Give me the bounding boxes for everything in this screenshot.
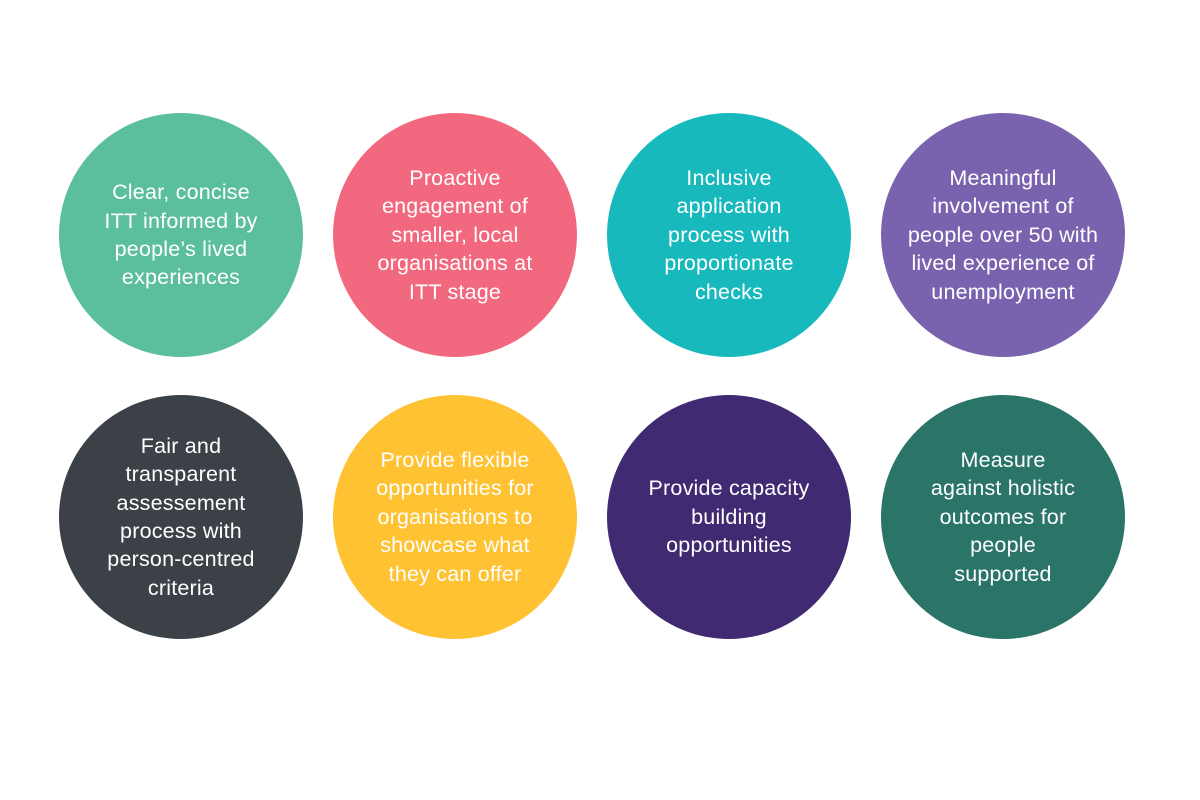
circle-row-2: Fair and transparent assessement process… — [59, 395, 1200, 639]
circle-text-holistic-outcomes: Measure against holistic outcomes for pe… — [930, 448, 1076, 586]
circle-text-inclusive-application: Inclusive application process with propo… — [664, 166, 794, 304]
circle-text-meaningful-involvement: Meaningful involvement of people over 50… — [907, 166, 1099, 304]
circle-text-clear-concise-itt: Clear, concise ITT informed by people’s … — [104, 180, 258, 290]
circle-text-proactive-engagement: Proactive engagement of smaller, local o… — [377, 166, 533, 304]
circle-text-fair-transparent-assessment: Fair and transparent assessement process… — [107, 433, 255, 600]
circle-capacity-building: Provide capacity building opportunities — [607, 395, 851, 639]
circle-grid: Clear, concise ITT informed by people’s … — [59, 113, 1200, 639]
circle-inclusive-application: Inclusive application process with propo… — [607, 113, 851, 357]
circle-text-capacity-building: Provide capacity building opportunities — [648, 476, 810, 558]
circle-row-1: Clear, concise ITT informed by people’s … — [59, 113, 1200, 357]
circle-clear-concise-itt: Clear, concise ITT informed by people’s … — [59, 113, 303, 357]
circle-meaningful-involvement: Meaningful involvement of people over 50… — [881, 113, 1125, 357]
circle-proactive-engagement: Proactive engagement of smaller, local o… — [333, 113, 577, 357]
circle-fair-transparent-assessment: Fair and transparent assessement process… — [59, 395, 303, 639]
circle-holistic-outcomes: Measure against holistic outcomes for pe… — [881, 395, 1125, 639]
circle-text-flexible-opportunities: Provide flexible opportunities for organ… — [376, 448, 534, 586]
circle-flexible-opportunities: Provide flexible opportunities for organ… — [333, 395, 577, 639]
